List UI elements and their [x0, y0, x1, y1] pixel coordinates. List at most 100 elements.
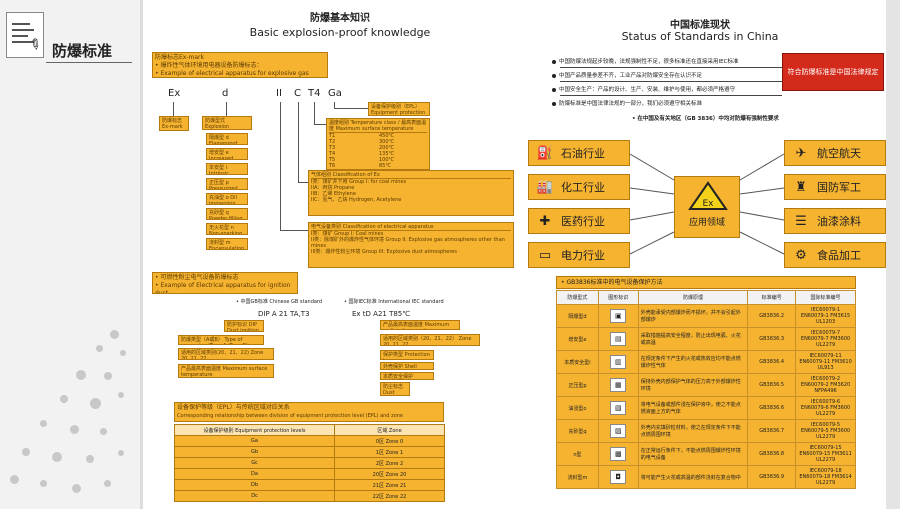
- paint-cans-icon: ☰: [795, 213, 807, 229]
- food-machine-icon: ⚙: [795, 247, 807, 263]
- list-item: 中国产品质量参差不齐，工业产品对防爆安全存在认识不足: [552, 72, 778, 80]
- battery-icon: ▭: [538, 247, 552, 263]
- pressurized-icon: ▦: [610, 378, 627, 392]
- epl-zone-title: 设备保护等级（EPL）与传统区域对应关系 Corresponding relat…: [174, 402, 444, 422]
- std-iec-label: • 国际IEC标准 International IEC standard: [344, 299, 444, 305]
- list-item: 中国安全生产：产品的设计、生产、安装、维护与使用，都必须严格遵守: [552, 86, 778, 94]
- dust-sym-cn: DIP A 21 TA,T3: [258, 310, 310, 318]
- intrinsic-safety-icon: ▥: [610, 355, 627, 369]
- fuel-pump-icon: ⛽: [536, 145, 554, 161]
- industry-defense: ♜国防军工: [784, 174, 886, 200]
- flameproof-icon: ▣: [610, 309, 627, 323]
- line: [280, 102, 281, 230]
- svg-text:Ex: Ex: [702, 199, 714, 209]
- line: [298, 102, 299, 182]
- dust-sym-iec: Ex tD A21 T85℃: [352, 310, 411, 318]
- exmark-box: 防爆标志Ex-mark • 爆炸性气体环境用电器设备防爆标志： • Exampl…: [152, 52, 328, 78]
- apparatus-group-box: 电气设备类别 Classification of electrical appa…: [308, 222, 514, 268]
- slide-edge: [140, 0, 143, 509]
- type-item: 充砂型 q Powder filling: [206, 208, 248, 220]
- type-item: 无火花型 n Non-sparking: [206, 223, 248, 235]
- sym-c: C: [294, 88, 301, 99]
- line: [334, 102, 335, 108]
- increased-safety-icon: ▤: [610, 332, 627, 346]
- right-title-cn: 中国标准现状: [670, 20, 730, 31]
- line: [298, 182, 308, 183]
- type-item: 增安型 e Increased safety: [206, 148, 248, 160]
- airplane-icon: ✈: [795, 145, 807, 161]
- sym-ex: Ex: [168, 88, 181, 99]
- type-item: 充油型 o Oil immersion: [206, 193, 248, 205]
- type-item: 本安型 i Intrinsic safety: [206, 163, 248, 175]
- exmark-desc-en: • Example of electrical apparatus for ex…: [155, 70, 309, 77]
- epl-label-box: 设备保护级别（EPL） Equipment protection level: [368, 102, 430, 116]
- dust-box: • 可燃性粉尘电气设备防爆标志• Example of Electrical a…: [152, 272, 298, 294]
- std-cn-label: • 中国GB标准 Chinese GB standard: [236, 299, 323, 305]
- gas-group-box: 气体组别 Classification of Ex I类：煤矿井下用 Group…: [308, 170, 514, 216]
- factory-icon: 🏭: [536, 179, 554, 195]
- type-item: 正压型 p Pressurized apparatus: [206, 178, 248, 190]
- ex-warning-icon: Ex: [688, 181, 728, 210]
- line: [314, 102, 315, 124]
- sidebar-strip: ✎ 防爆标准: [0, 0, 140, 509]
- left-title-cn: 防爆基本知识: [310, 13, 370, 24]
- industry-food: ⚙食品加工: [784, 242, 886, 268]
- powder-filling-icon: ▨: [610, 424, 627, 438]
- type-item: 隔爆型 d Flameproof enclosures: [206, 133, 248, 145]
- medical-kit-icon: ✚: [539, 213, 551, 229]
- military-icon: ♜: [795, 179, 807, 195]
- line: [173, 102, 174, 116]
- china-note: • 在中国及有关地区（GB 3836）中均对防爆有强制性要求: [632, 116, 779, 122]
- industry-pharma: ✚医药行业: [528, 208, 630, 234]
- left-title-en: Basic explosion-proof knowledge: [249, 26, 431, 39]
- hub-connectors: [629, 153, 785, 255]
- sym-d: d: [222, 88, 229, 99]
- sym-ii: II: [276, 88, 282, 99]
- type-item: 浇封型 m Encapsulation: [206, 238, 248, 250]
- application-hub: Ex 应用领域: [674, 176, 740, 238]
- law-red-box: 符合防爆标准是中国法律规定: [782, 53, 884, 91]
- sym-t4: T4: [308, 88, 321, 99]
- sidebar-title: 防爆标准: [52, 42, 113, 60]
- exmark-desc-cn: • 爆炸性气体环境用电器设备防爆标志：: [155, 62, 263, 69]
- type-item: 防爆型式 Explosion protection type: [202, 116, 252, 130]
- gb-table-title: • GB3836标准中的电气设备保护方法: [556, 276, 856, 289]
- line: [226, 102, 227, 116]
- non-sparking-icon: ▩: [610, 447, 627, 461]
- gb-protection-table: 防爆型式 图形标识 防爆原理 标准编号 国际标准编号 隔爆型d▣外壳能承受内部爆…: [556, 290, 856, 489]
- exmark-title: 防爆标志Ex-mark: [155, 54, 204, 61]
- industry-paint: ☰油漆涂料: [784, 208, 886, 234]
- industry-petroleum: ⛽石油行业: [528, 140, 630, 166]
- industry-chemical: 🏭化工行业: [528, 174, 630, 200]
- oil-immersion-icon: ▧: [610, 401, 627, 415]
- line: [280, 230, 308, 231]
- right-stripe: [886, 0, 900, 509]
- right-title-en: Status of Standards in China: [621, 30, 779, 43]
- list-item: 中国防爆法规起步较晚，法规强制性不足，很多标准还在直接采用IEC标准: [552, 58, 778, 66]
- industry-aerospace: ✈航空航天: [784, 140, 886, 166]
- hub-label: 应用领域: [688, 218, 725, 228]
- list-item: 防爆标准是中国法律法规的一部分，我们必须遵守相关标准: [552, 100, 778, 108]
- industry-power: ▭电力行业: [528, 242, 630, 268]
